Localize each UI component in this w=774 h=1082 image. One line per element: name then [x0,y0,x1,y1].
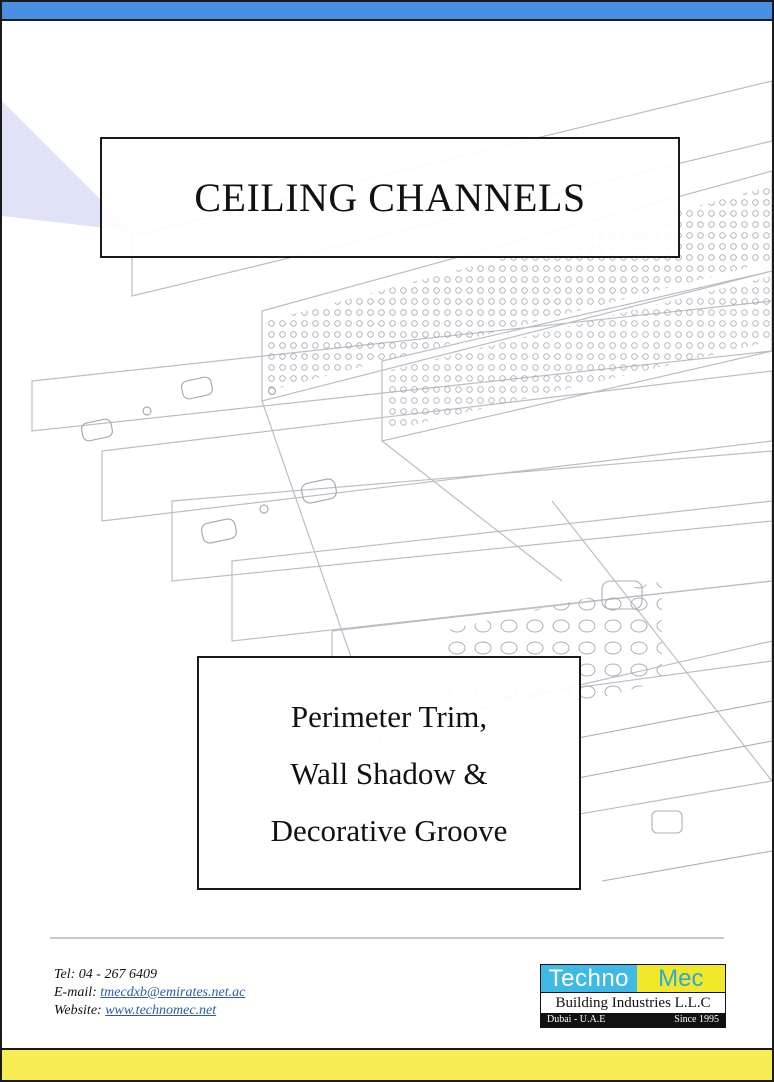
logo-word-mec: Mec [636,965,725,992]
logo-location: Dubai - U.A.E [547,1014,606,1025]
footer-divider [50,937,724,939]
title-box: CEILING CHANNELS [100,137,680,258]
logo-since: Since 1995 [674,1014,719,1025]
logo-wordmark: Techno Mec [541,965,725,992]
subtitle-line-1: Perimeter Trim, [290,698,488,734]
website-label: Website: [54,1003,102,1018]
company-logo: Techno Mec Building Industries L.L.C Dub… [540,964,726,1028]
website-link[interactable]: www.technomec.net [105,1003,217,1018]
top-color-band [2,2,772,21]
subtitle-line-2: Wall Shadow & [290,755,488,791]
logo-word-techno: Techno [541,965,637,992]
email-link[interactable]: tmecdxb@emirates.net.ac [100,985,246,1000]
email-line: E-mail: tmecdxb@emirates.net.ac [54,984,245,1002]
logo-company-name: Building Industries L.L.C [541,992,725,1013]
bottom-color-band [2,1048,772,1080]
website-line: Website: www.technomec.net [54,1002,245,1020]
contact-info: Tel: 04 - 267 6409 E-mail: tmecdxb@emira… [54,966,245,1020]
subtitle-box: Perimeter Trim, Wall Shadow & Decorative… [197,656,581,890]
tel-line: Tel: 04 - 267 6409 [54,966,245,984]
subtitle-line-3: Decorative Groove [270,812,508,848]
logo-footer: Dubai - U.A.E Since 1995 [541,1013,725,1027]
tel-label: Tel: [54,967,76,982]
tel-value: 04 - 267 6409 [78,967,157,982]
email-label: E-mail: [54,985,97,1000]
cover-title: CEILING CHANNELS [194,175,586,220]
